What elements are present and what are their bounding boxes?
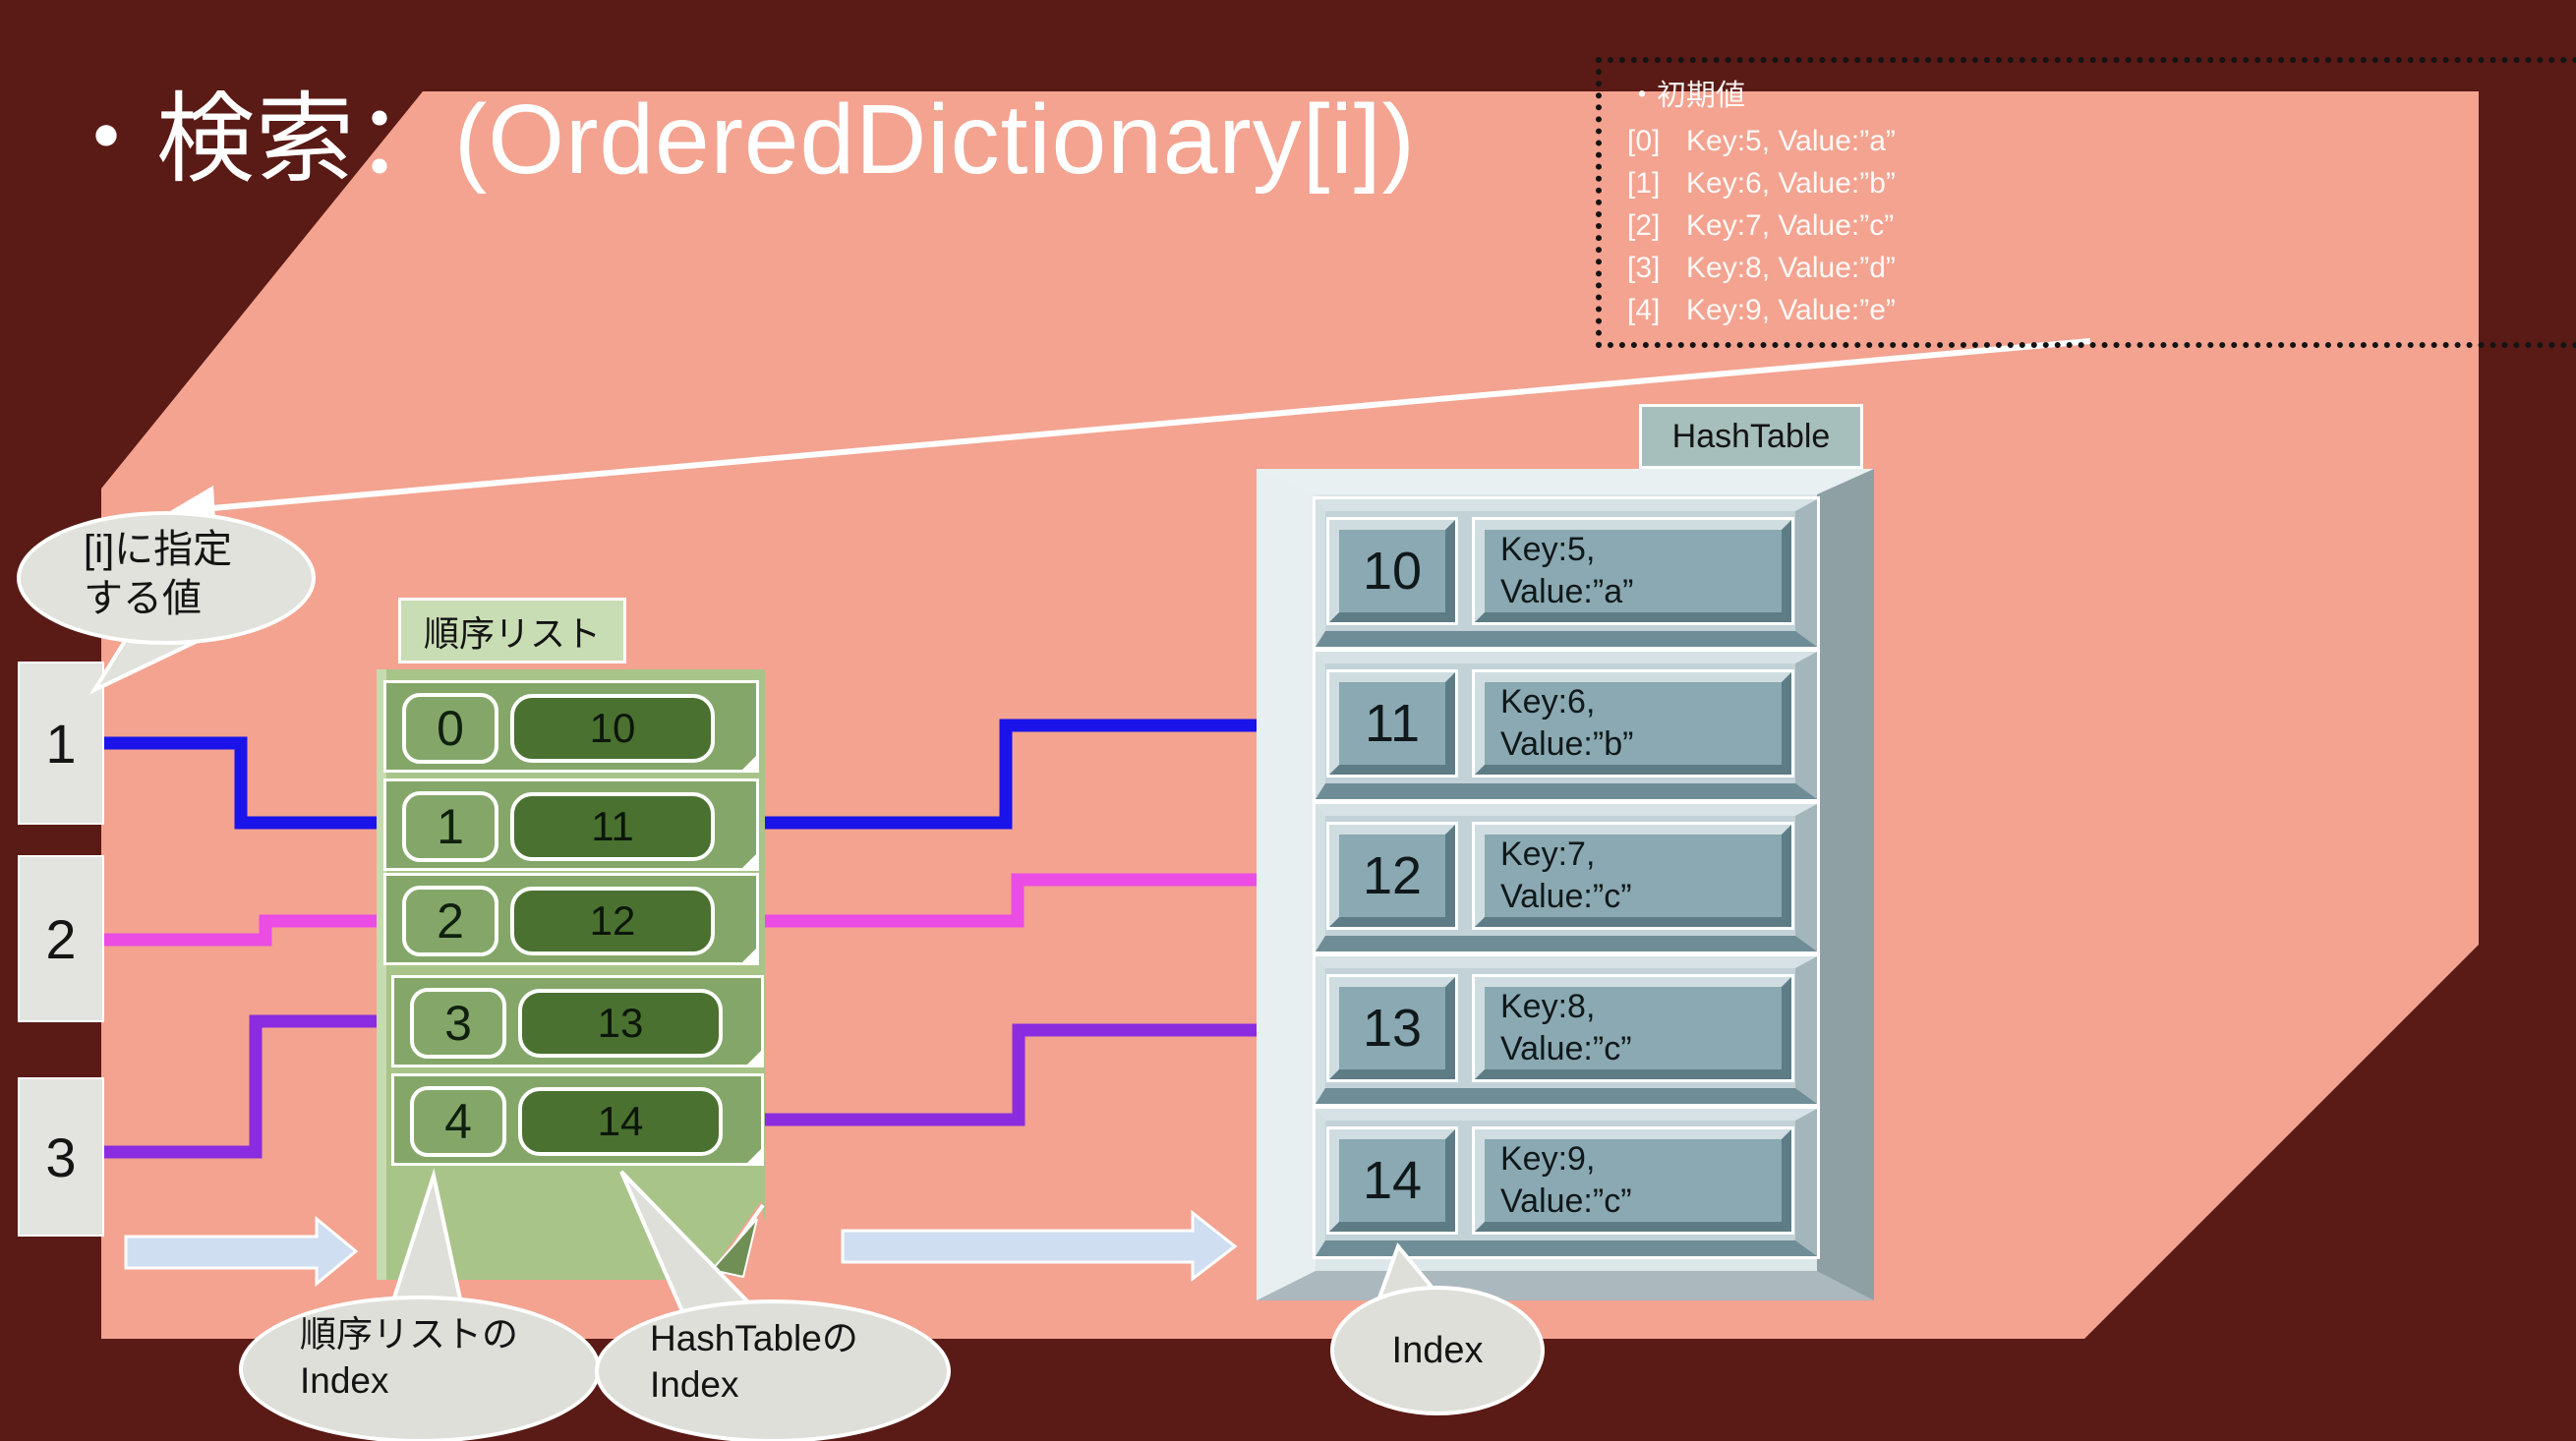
kv-key: Key:5, [1500, 531, 1596, 568]
search-value: 2 [45, 907, 77, 970]
hashtable-kv-cell: Key:8, Value:”c” [1475, 977, 1791, 1079]
page-fold-icon [739, 851, 759, 871]
hashtable-row-13: 13 Key:8, Value:”c” [1316, 956, 1817, 1104]
ordered-list-value: 12 [510, 887, 715, 955]
page-fold-icon [744, 1048, 764, 1067]
callout-line: [i]に指定 [84, 528, 233, 571]
ordered-list-value: 11 [510, 792, 715, 861]
ordered-list-index: 2 [402, 886, 498, 956]
kv-key: Key:6, [1500, 683, 1596, 720]
callout-line: HashTableの [650, 1318, 858, 1358]
ordered-list-index: 0 [402, 693, 498, 764]
entry-kv: Key:5, Value:”a” [1686, 125, 1896, 157]
entry-kv: Key:7, Value:”c” [1686, 209, 1895, 242]
kv-key: Key:8, [1500, 988, 1596, 1025]
ordered-list-row-4: 4 14 [391, 1073, 764, 1166]
initial-value-entry: [1] Key:6, Value:”b” [1627, 162, 2576, 204]
ordered-list-row-0: 0 10 [383, 680, 759, 773]
hashtable-row-11: 11 Key:6, Value:”b” [1316, 652, 1817, 799]
hashtable-row-12: 12 Key:7, Value:”c” [1316, 804, 1817, 951]
callout-line: Index [300, 1360, 389, 1401]
entry-index: [2] [1627, 209, 1661, 242]
hashtable-index-cell: 10 [1329, 520, 1455, 622]
hashtable-index-cell: 11 [1329, 672, 1455, 775]
pointer-arrow-line [201, 338, 2091, 512]
hashtable-kv-cell: Key:9, Value:”c” [1475, 1129, 1791, 1232]
hashtable-index-cell: 14 [1329, 1129, 1455, 1232]
ordered-list-index: 4 [410, 1086, 506, 1157]
callout-ordered-list-index: 順序リストの Index [239, 1296, 601, 1441]
entry-index: [4] [1627, 294, 1661, 326]
purple-connector-left [104, 1014, 411, 1159]
blue-connector-right [698, 719, 1329, 830]
kv-value: Value:”c” [1500, 1182, 1632, 1220]
ordered-list-row-1: 1 11 [383, 778, 759, 871]
callout-hashtable-index: HashTableの Index [595, 1299, 951, 1441]
kv-value: Value:”c” [1500, 878, 1632, 915]
initial-value-entry: [3] Key:8, Value:”d” [1627, 247, 2576, 289]
callout-line: Index [650, 1364, 739, 1405]
callout-line: する値 [84, 577, 202, 620]
ordered-list-label: 順序リスト [398, 598, 626, 663]
entry-kv: Key:9, Value:”e” [1686, 294, 1896, 326]
initial-value-entry: [4] Key:9, Value:”e” [1627, 289, 2576, 331]
hashtable-label: HashTable [1639, 404, 1863, 469]
purple-connector-right [704, 1023, 1329, 1126]
hashtable-index-cell: 12 [1329, 825, 1455, 927]
hashtable-index-cell: 13 [1329, 977, 1455, 1079]
page-fold-icon [739, 946, 759, 965]
block-arrow-left-icon [124, 1215, 359, 1288]
blue-connector-left [104, 736, 393, 830]
entry-index: [3] [1627, 252, 1661, 284]
initial-value-entry: [2] Key:7, Value:”c” [1627, 204, 2576, 247]
ordered-list-row-2: 2 12 [383, 873, 759, 965]
hashtable-kv-cell: Key:6, Value:”b” [1475, 672, 1791, 775]
hashtable-kv-cell: Key:5, Value:”a” [1475, 520, 1791, 622]
kv-key: Key:9, [1500, 1140, 1596, 1178]
magenta-connector-left [104, 914, 408, 947]
kv-key: Key:7, [1500, 836, 1596, 873]
kv-value: Value:”c” [1500, 1030, 1632, 1067]
initial-value-entry: [0] Key:5, Value:”a” [1627, 120, 2576, 162]
block-arrow-right-icon [841, 1209, 1238, 1283]
callout-i-value: [i]に指定 する値 [17, 511, 316, 645]
entry-kv: Key:6, Value:”b” [1686, 167, 1896, 200]
search-value: 3 [45, 1125, 77, 1188]
entry-index: [0] [1627, 125, 1661, 157]
search-value-box-2: 2 [18, 855, 104, 1022]
search-value-box-3: 3 [18, 1077, 104, 1237]
initial-values-box: ・初期値 [0] Key:5, Value:”a” [1] Key:6, Value… [1596, 57, 2576, 348]
search-value-box-1: 1 [18, 662, 104, 825]
hashtable-row-10: 10 Key:5, Value:”a” [1316, 499, 1817, 647]
magenta-connector-right [698, 873, 1329, 928]
ordered-list-index: 1 [402, 791, 498, 862]
search-value: 1 [45, 712, 77, 775]
ordered-list-value: 10 [510, 694, 715, 763]
callout-line: Index [1391, 1329, 1484, 1371]
ordered-list-index: 3 [410, 988, 506, 1059]
callout-index: Index [1330, 1286, 1545, 1415]
hashtable-row-14: 14 Key:9, Value:”c” [1316, 1109, 1817, 1256]
initial-values-heading: ・初期値 [1627, 80, 1745, 112]
page-fold-icon [739, 753, 759, 773]
ordered-list-value: 14 [518, 1087, 723, 1156]
entry-kv: Key:8, Value:”d” [1686, 252, 1896, 284]
kv-value: Value:”b” [1500, 725, 1634, 763]
ordered-list-row-3: 3 13 [391, 975, 764, 1067]
ordered-list-value: 13 [518, 989, 723, 1058]
entry-index: [1] [1627, 167, 1661, 200]
callout-line: 順序リストの [300, 1314, 518, 1355]
page-fold-icon [744, 1146, 764, 1166]
hashtable-kv-cell: Key:7, Value:”c” [1475, 825, 1791, 927]
kv-value: Value:”a” [1500, 573, 1634, 610]
page-title: ・検索：(OrderedDictionary[i]) [57, 85, 1416, 195]
